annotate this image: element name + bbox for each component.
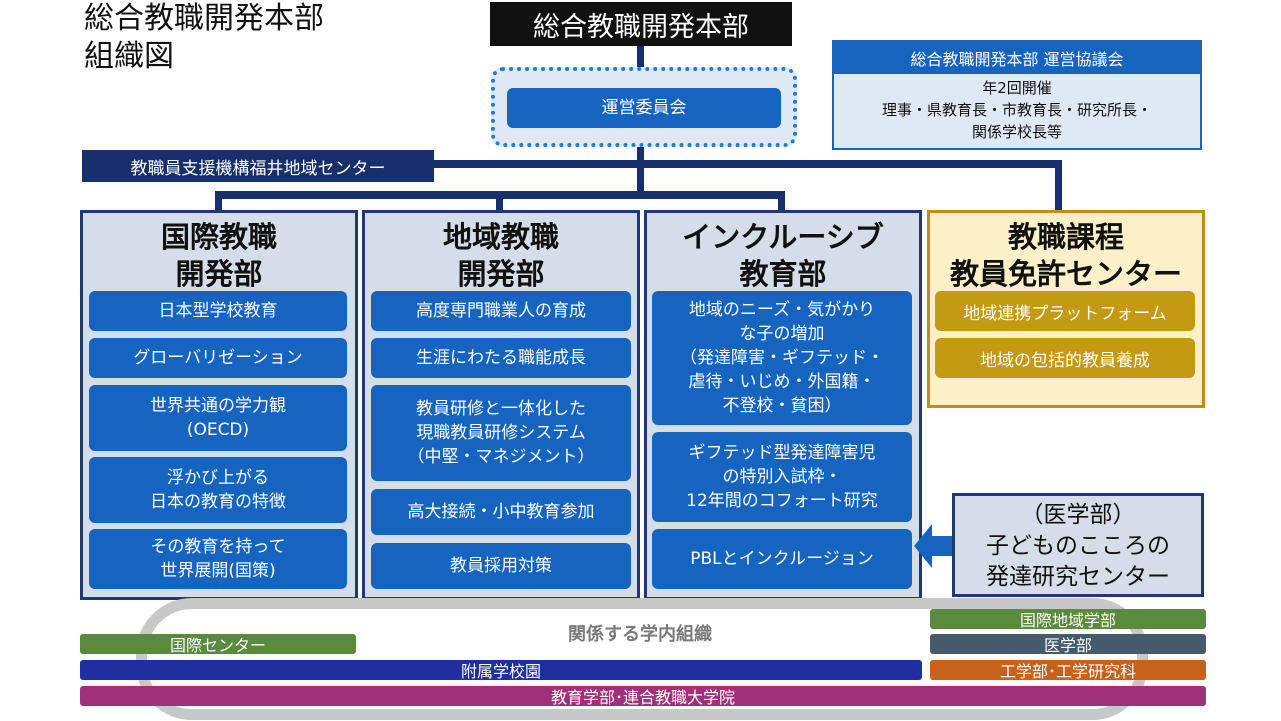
dept-title: 教職課程 教員免許センター: [949, 220, 1182, 291]
dept-item: 浮かび上がる日本の教育の特徴: [89, 457, 347, 523]
connector-center-horizontal: [430, 160, 1062, 168]
connector-drop-4: [1055, 160, 1062, 212]
strip-affiliated-schools: 附属学校園: [80, 660, 922, 681]
dept-item: 地域連携プラットフォーム: [935, 291, 1195, 331]
connector-drop-3: [778, 191, 785, 211]
dept-title: 国際教職 開発部: [160, 220, 277, 291]
dept-item: 高度専門職業人の育成: [371, 291, 631, 331]
strip-education-faculty: 教育学部･連合教職大学院: [80, 686, 1206, 707]
dept-item: 高大接続・小中教育参加: [371, 489, 631, 535]
hq-box: 総合教職開発本部: [490, 2, 792, 46]
dept-item: グローバリゼーション: [89, 338, 347, 378]
arrow-left-icon: [914, 524, 954, 568]
dept-item: 地域のニーズ・気がかりな子の増加（発達障害・ギフテッド・虐待・いじめ・外国籍・不…: [652, 291, 912, 425]
strip-medicine: 医学部: [930, 634, 1206, 655]
dept-item: 世界共通の学力観(OECD): [89, 385, 347, 451]
dept-item: 生涯にわたる職能成長: [371, 338, 631, 378]
dept-title: 地域教職 開発部: [442, 220, 559, 291]
strip-international-center: 国際センター: [80, 634, 356, 655]
dept-item: 日本型学校教育: [89, 291, 347, 331]
council-line: 年2回開催: [982, 79, 1052, 97]
fukui-center-bar: 教職員支援機構福井地域センター: [82, 150, 434, 182]
dept-item: PBLとインクルージョン: [652, 529, 912, 589]
dept-item: 地域の包括的教員養成: [935, 338, 1195, 378]
strip-engineering: 工学部･工学研究科: [930, 660, 1206, 681]
medical-center-box: （医学部） 子どものこころの 発達研究センター: [952, 493, 1204, 597]
council-line: 理事・県教育長・市教育長・研究所長・: [881, 101, 1152, 119]
connector-drop-1: [215, 191, 222, 211]
strip-global-regional: 国際地域学部: [930, 609, 1206, 630]
dept-item: その教育を持って世界展開(国策): [89, 529, 347, 589]
council-box: 総合教職開発本部 運営協議会 年2回開催 理事・県教育長・市教育長・研究所長・ …: [832, 40, 1202, 150]
committee-box: 運営委員会: [507, 88, 781, 128]
related-orgs-label: 関係する学内組織: [568, 624, 712, 645]
related-orgs-frame: [136, 598, 1148, 720]
dept-item: ギフテッド型発達障害児の特別入試枠・12年間のコフォート研究: [652, 432, 912, 522]
dept-item: 教員採用対策: [371, 543, 631, 589]
page-title: 総合教職開発本部 組織図: [84, 1, 324, 74]
dept-title: インクルーシブ 教育部: [682, 220, 884, 291]
council-line: 関係学校長等: [971, 123, 1062, 141]
connector-drop-2: [496, 191, 503, 211]
council-header: 総合教職開発本部 運営協議会: [834, 42, 1200, 74]
dept-item: 教員研修と一体化した現職教員研修システム（中堅・マネジメント）: [371, 385, 631, 481]
